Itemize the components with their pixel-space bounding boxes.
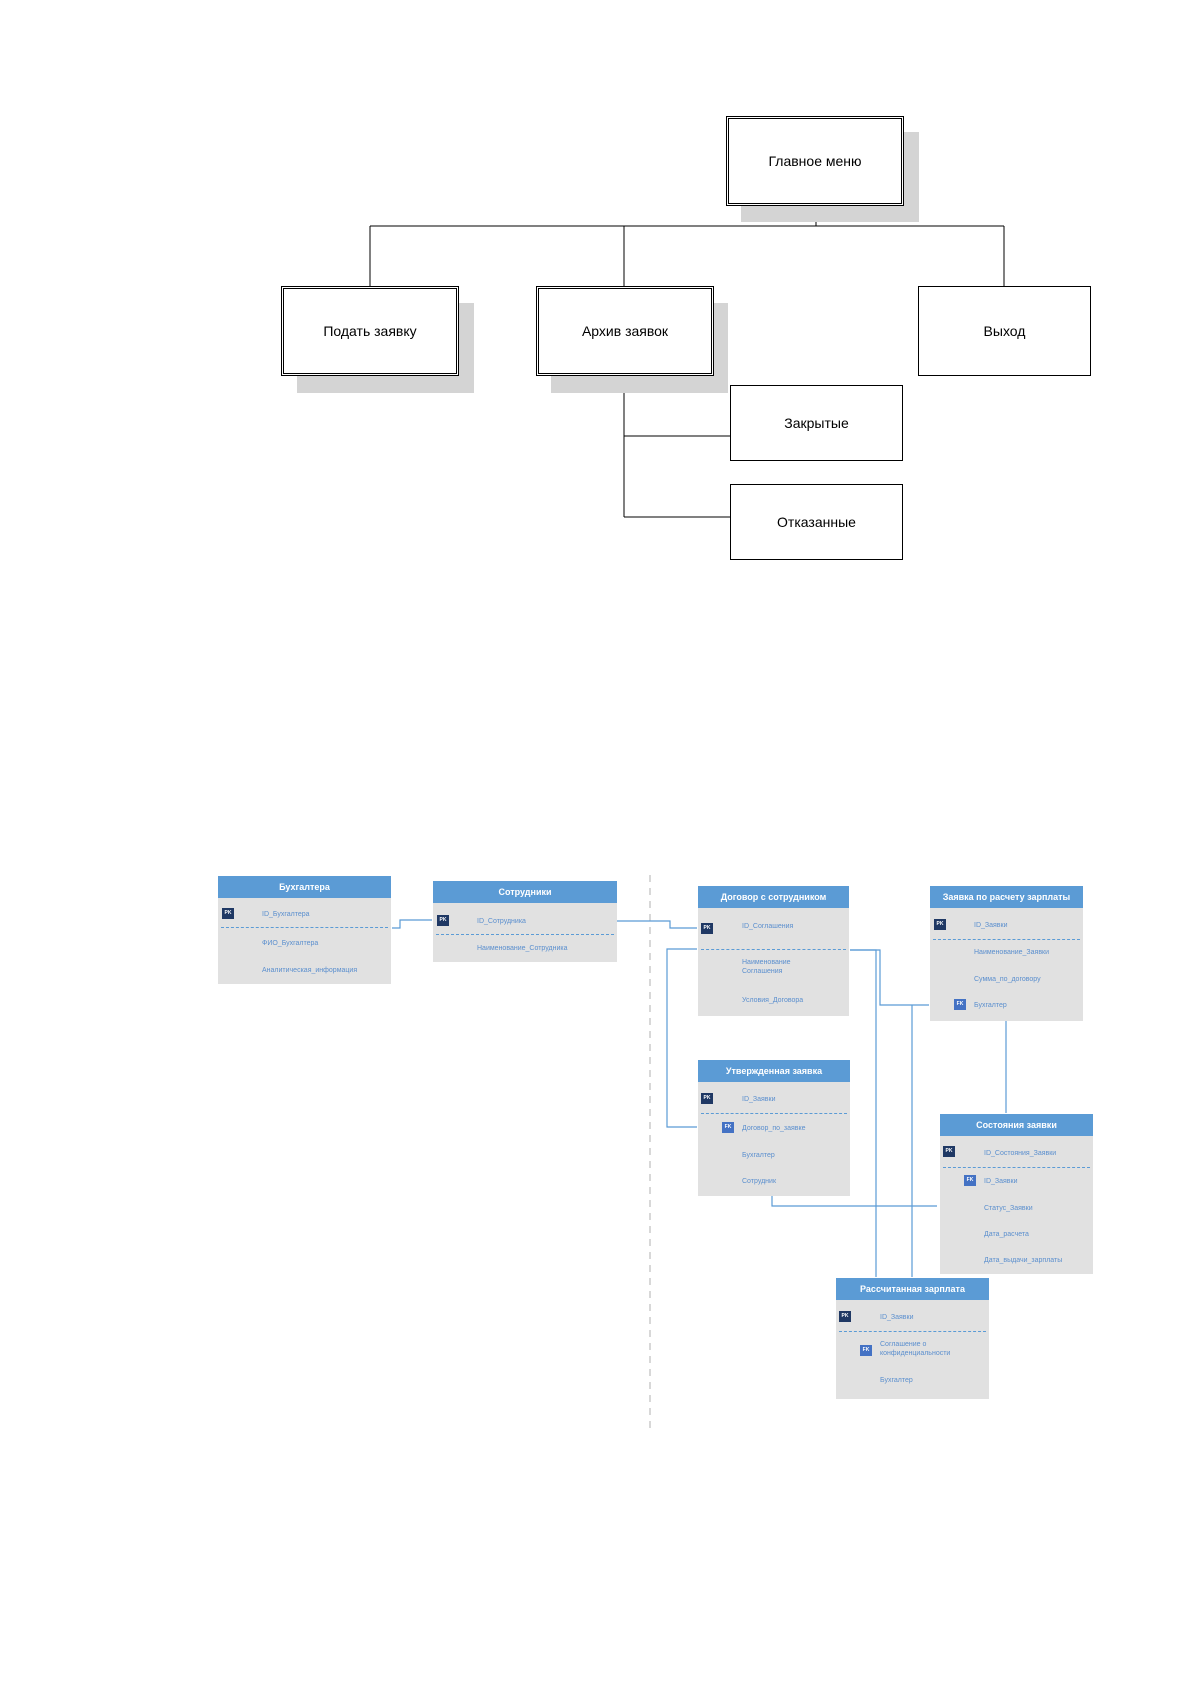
fk-icon: FK: [954, 999, 966, 1010]
entity-calculated-salary: Рассчитанная зарплата PK ID_Заявки FK Со…: [836, 1278, 989, 1399]
pk-icon: PK: [437, 915, 449, 926]
entity-contract: Договор с сотрудником PK ID_Соглашения Н…: [698, 886, 849, 1016]
submit-request-box: Подать заявку: [281, 286, 459, 376]
field: ID_Соглашения: [742, 923, 794, 930]
field: Сумма_по_договору: [974, 976, 1041, 983]
fk-icon: FK: [722, 1122, 734, 1133]
entity-approved-request: Утвержденная заявка PK ID_Заявки FK Дого…: [698, 1060, 850, 1196]
exit-label: Выход: [983, 323, 1026, 339]
pk-icon: PK: [222, 908, 234, 919]
divider: [221, 927, 388, 928]
entity-title: Договор с сотрудником: [698, 886, 849, 908]
entity-employees: Сотрудники PK ID_Сотрудника Наименование…: [433, 881, 617, 962]
field: Бухгалтер: [742, 1152, 775, 1159]
fk-icon: FK: [860, 1345, 872, 1356]
entity-payroll-request: Заявка по расчету зарплаты PK ID_Заявки …: [930, 886, 1083, 1021]
entity-title: Заявка по расчету зарплаты: [930, 886, 1083, 908]
pk-icon: PK: [701, 1093, 713, 1104]
pk-icon: PK: [934, 919, 946, 930]
field: Наименование Соглашения: [742, 959, 791, 975]
divider: [933, 939, 1080, 940]
submit-request-label: Подать заявку: [323, 323, 417, 339]
entity-title: Сотрудники: [433, 881, 617, 903]
entity-request-state: Состояния заявки PK ID_Состояния_Заявки …: [940, 1114, 1093, 1274]
rejected-box: Отказанные: [730, 484, 903, 560]
field: ФИО_Бухгалтера: [262, 940, 319, 947]
field: Бухгалтер: [880, 1377, 913, 1384]
entity-title: Состояния заявки: [940, 1114, 1093, 1136]
entity-title: Утвержденная заявка: [698, 1060, 850, 1082]
fk-icon: FK: [964, 1175, 976, 1186]
field: Сотрудник: [742, 1178, 777, 1185]
archive-label: Архив заявок: [581, 323, 669, 339]
divider: [839, 1331, 986, 1332]
field: Дата_выдачи_зарплаты: [984, 1257, 1063, 1264]
closed-label: Закрытые: [784, 415, 849, 431]
field: Бухгалтер: [974, 1002, 1007, 1009]
divider: [701, 949, 846, 950]
rejected-label: Отказанные: [777, 514, 856, 530]
field: Дата_расчета: [984, 1231, 1029, 1238]
entity-title: Рассчитанная зарплата: [836, 1278, 989, 1300]
closed-box: Закрытые: [730, 385, 903, 461]
exit-box: Выход: [918, 286, 1091, 376]
divider: [701, 1113, 847, 1114]
main-menu-label: Главное меню: [768, 153, 862, 169]
field: ID_Заявки: [974, 922, 1008, 929]
entity-accountants: Бухгалтера PK ID_Бухгалтера ФИО_Бухгалте…: [218, 876, 391, 984]
field: ID_Сотрудника: [477, 918, 526, 925]
field: Наименование_Сотрудника: [477, 945, 568, 952]
field: ID_Заявки: [742, 1096, 776, 1103]
field: Аналитическая_информация: [262, 967, 358, 974]
archive-box: Архив заявок: [536, 286, 714, 376]
divider: [436, 934, 614, 935]
main-menu-box: Главное меню: [726, 116, 904, 206]
field: Соглашение о конфиденциальности: [880, 1341, 951, 1357]
divider: [943, 1167, 1090, 1168]
field: Статус_Заявки: [984, 1205, 1033, 1212]
pk-icon: PK: [943, 1146, 955, 1157]
pk-icon: PK: [839, 1311, 851, 1322]
field: ID_Бухгалтера: [262, 911, 310, 918]
field: Наименование_Заявки: [974, 949, 1050, 956]
field: Условия_Договора: [742, 997, 804, 1004]
field: ID_Заявки: [880, 1314, 914, 1321]
field: Договор_по_заявке: [742, 1125, 806, 1132]
field: ID_Состояния_Заявки: [984, 1150, 1057, 1157]
pk-icon: PK: [701, 923, 713, 934]
entity-title: Бухгалтера: [218, 876, 391, 898]
field: ID_Заявки: [984, 1178, 1018, 1185]
